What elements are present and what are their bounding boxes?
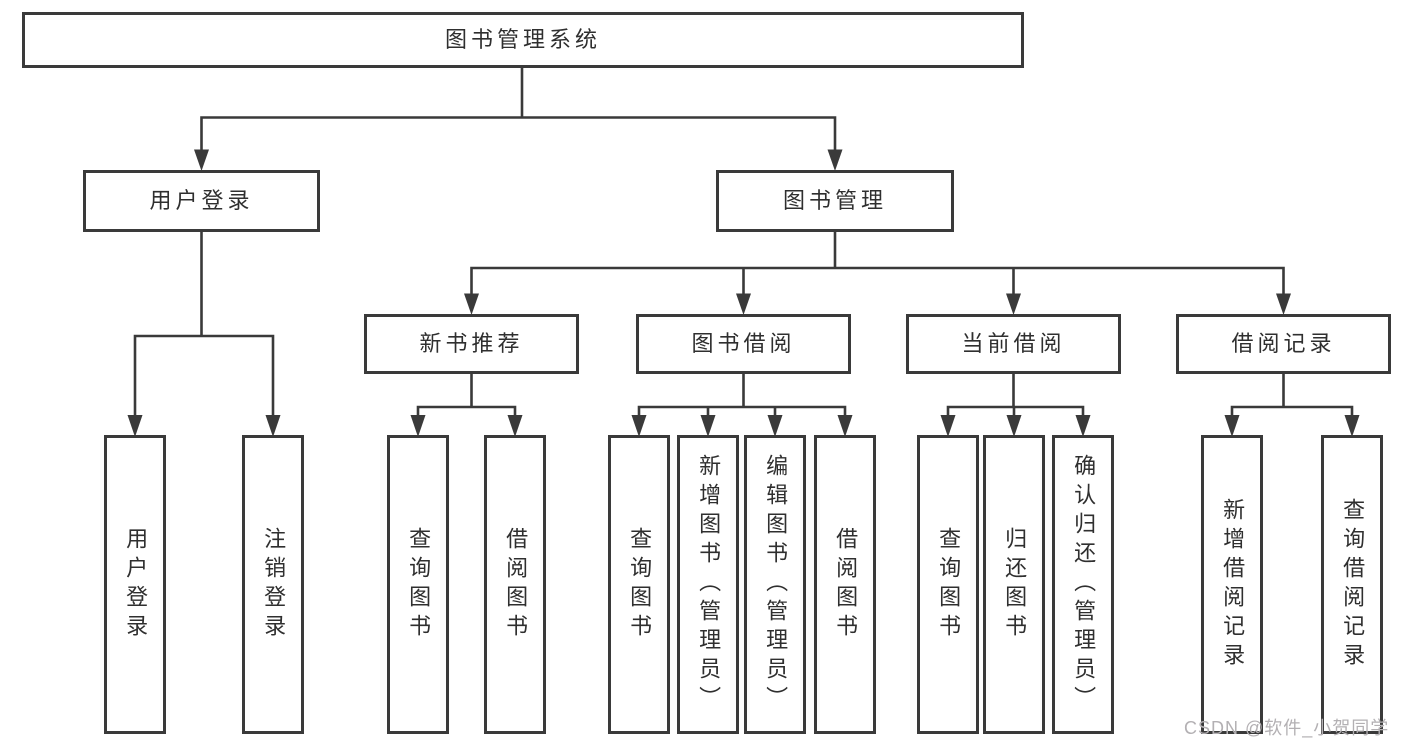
node-label: 查询图书 xyxy=(627,526,653,643)
node-label: 借阅记录 xyxy=(1231,330,1336,356)
node-label: 借阅图书 xyxy=(833,526,859,643)
node-root-system: 图书管理系统 xyxy=(22,12,1024,68)
node-label: 用户登录 xyxy=(149,187,254,213)
node-leaf-query-books-current: 查询图书 xyxy=(917,435,979,734)
node-leaf-query-borrow-record: 查询借阅记录 xyxy=(1321,435,1383,734)
arrow-icon xyxy=(1276,293,1291,315)
node-leaf-add-borrow-record: 新增借阅记录 xyxy=(1201,435,1263,734)
connector-bookmgmt-to-level3 xyxy=(470,230,1285,306)
node-borrow-records: 借阅记录 xyxy=(1176,314,1391,374)
arrow-icon xyxy=(767,415,783,437)
node-label: 注销登录 xyxy=(261,526,287,643)
node-leaf-confirm-return-admin: 确认归还（管理员） xyxy=(1052,435,1114,734)
node-user-login: 用户登录 xyxy=(83,170,320,232)
arrow-icon xyxy=(837,415,853,437)
arrow-icon xyxy=(940,415,956,437)
node-label: 查询图书 xyxy=(936,526,962,643)
node-label: 新增图书（管理员） xyxy=(696,454,722,715)
node-leaf-edit-book-admin: 编辑图书（管理员） xyxy=(744,435,806,734)
arrow-icon xyxy=(265,415,281,437)
arrow-icon xyxy=(631,415,647,437)
node-current-borrow: 当前借阅 xyxy=(906,314,1121,374)
arrow-icon xyxy=(827,149,843,171)
node-book-management: 图书管理 xyxy=(716,170,954,232)
node-leaf-logout: 注销登录 xyxy=(242,435,304,734)
arrow-icon xyxy=(1006,415,1022,437)
node-label: 归还图书 xyxy=(1002,526,1028,643)
node-leaf-return-book: 归还图书 xyxy=(983,435,1045,734)
node-label: 图书管理系统 xyxy=(444,26,601,52)
connector-borrow-to-leaves xyxy=(637,372,847,428)
node-label: 当前借阅 xyxy=(961,330,1066,356)
arrow-icon xyxy=(1344,415,1360,437)
node-book-borrow: 图书借阅 xyxy=(636,314,851,374)
node-leaf-query-books-borrow: 查询图书 xyxy=(608,435,670,734)
arrow-icon xyxy=(736,293,751,315)
connector-newbooks-to-leaves xyxy=(416,372,517,428)
arrow-icon xyxy=(507,415,523,437)
arrow-icon xyxy=(127,415,143,437)
arrow-icon xyxy=(464,293,479,315)
node-label: 图书管理 xyxy=(782,187,887,213)
arrow-icon xyxy=(410,415,426,437)
node-label: 查询借阅记录 xyxy=(1340,497,1366,672)
node-new-book-recommend: 新书推荐 xyxy=(364,314,579,374)
arrow-icon xyxy=(1075,415,1091,437)
connector-current-to-leaves xyxy=(946,372,1085,428)
arrow-icon xyxy=(1006,293,1021,315)
arrow-icon xyxy=(1224,415,1240,437)
watermark: CSDN @软件_小贺同学 xyxy=(1184,718,1390,738)
node-label: 确认归还（管理员） xyxy=(1071,454,1097,715)
node-leaf-query-books-recommend: 查询图书 xyxy=(387,435,449,734)
node-label: 查询图书 xyxy=(406,526,432,643)
connector-root-to-level2 xyxy=(200,66,837,162)
node-leaf-user-login: 用户登录 xyxy=(104,435,166,734)
node-label: 借阅图书 xyxy=(503,526,529,643)
connector-records-to-leaves xyxy=(1230,372,1354,428)
arrow-icon xyxy=(700,415,716,437)
node-label: 用户登录 xyxy=(123,526,149,643)
node-leaf-add-book-admin: 新增图书（管理员） xyxy=(677,435,739,734)
node-label: 新增借阅记录 xyxy=(1220,497,1246,672)
node-label: 图书借阅 xyxy=(691,330,796,356)
arrow-icon xyxy=(194,149,209,171)
node-label: 编辑图书（管理员） xyxy=(763,454,789,715)
node-leaf-borrow-books-recommend: 借阅图书 xyxy=(484,435,546,734)
node-leaf-borrow-books: 借阅图书 xyxy=(814,435,876,734)
node-label: 新书推荐 xyxy=(419,330,524,356)
connector-userlogin-to-leaves xyxy=(133,230,275,428)
